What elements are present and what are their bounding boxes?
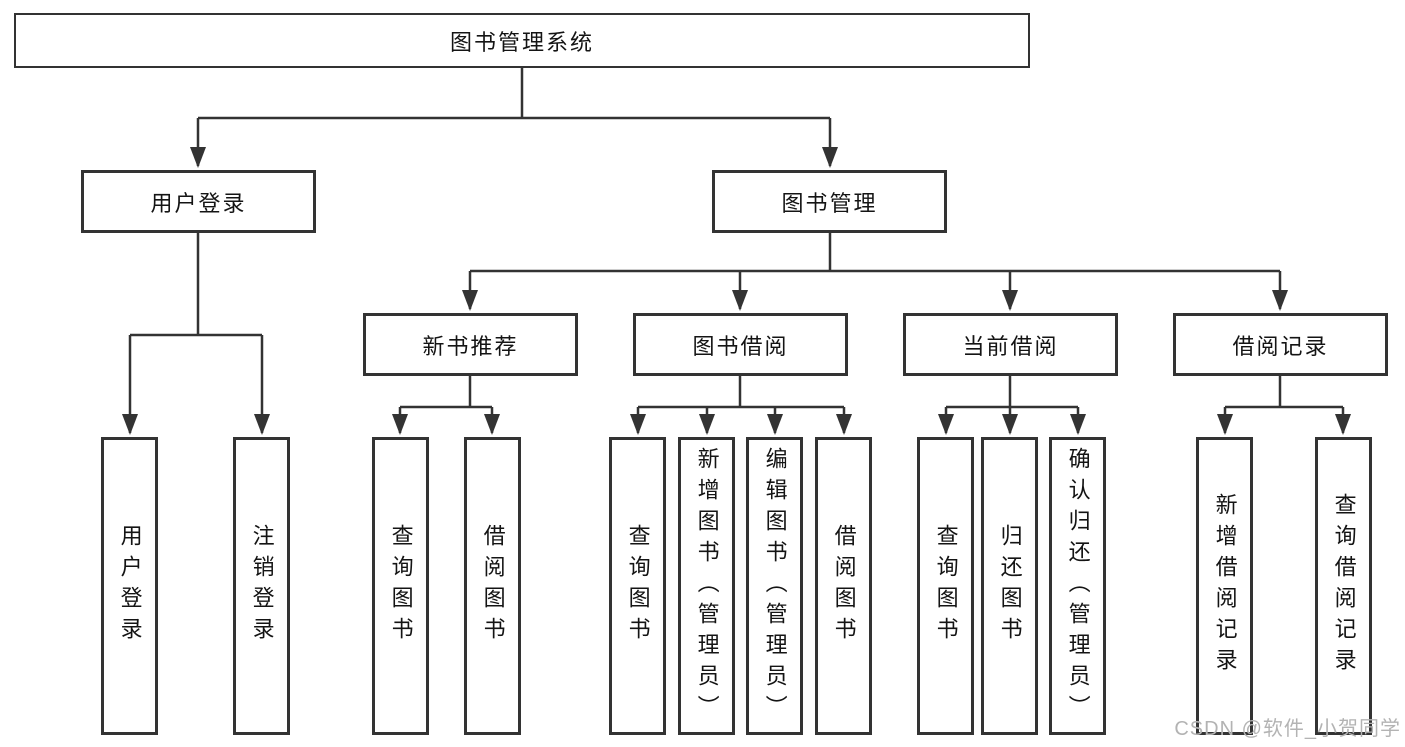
node-book-borrow: 图书借阅 xyxy=(633,313,848,376)
node-user-login: 用户登录 xyxy=(81,170,316,233)
leaf-query-books-current: 查询图书 xyxy=(917,437,974,735)
leaf-edit-books-admin-label: 编辑图书（管理员） xyxy=(762,446,788,726)
node-root-label: 图书管理系统 xyxy=(449,29,594,55)
leaf-borrow-books-recommend: 借阅图书 xyxy=(464,437,521,735)
leaf-return-books: 归还图书 xyxy=(981,437,1038,735)
leaf-query-borrow-record: 查询借阅记录 xyxy=(1315,437,1372,735)
node-root: 图书管理系统 xyxy=(14,13,1030,68)
leaf-add-borrow-record-label: 新增借阅记录 xyxy=(1212,493,1238,679)
node-new-book-recommend: 新书推荐 xyxy=(363,313,578,376)
leaf-logout-label: 注销登录 xyxy=(249,524,275,648)
leaf-borrow-books-label: 借阅图书 xyxy=(831,524,857,648)
node-user-login-label: 用户登录 xyxy=(150,190,247,216)
node-borrow-records: 借阅记录 xyxy=(1173,313,1388,376)
leaf-query-borrow-record-label: 查询借阅记录 xyxy=(1331,493,1357,679)
node-current-borrow-label: 当前借阅 xyxy=(962,333,1059,359)
node-new-book-recommend-label: 新书推荐 xyxy=(422,333,519,359)
leaf-query-books-current-label: 查询图书 xyxy=(933,524,959,648)
leaf-query-books-borrow-label: 查询图书 xyxy=(625,524,651,648)
leaf-query-books-recommend-label: 查询图书 xyxy=(388,524,414,648)
leaf-add-borrow-record: 新增借阅记录 xyxy=(1196,437,1253,735)
leaf-add-books-admin-label: 新增图书（管理员） xyxy=(694,446,720,726)
leaf-borrow-books-recommend-label: 借阅图书 xyxy=(480,524,506,648)
leaf-logout: 注销登录 xyxy=(233,437,290,735)
node-borrow-records-label: 借阅记录 xyxy=(1232,333,1329,359)
leaf-confirm-return-admin: 确认归还（管理员） xyxy=(1049,437,1106,735)
leaf-user-login-label: 用户登录 xyxy=(117,524,143,648)
leaf-borrow-books: 借阅图书 xyxy=(815,437,872,735)
node-book-management-label: 图书管理 xyxy=(781,190,878,216)
leaf-query-books-recommend: 查询图书 xyxy=(372,437,429,735)
node-current-borrow: 当前借阅 xyxy=(903,313,1118,376)
leaf-query-books-borrow: 查询图书 xyxy=(609,437,666,735)
node-book-borrow-label: 图书借阅 xyxy=(692,333,789,359)
leaf-add-books-admin: 新增图书（管理员） xyxy=(678,437,735,735)
node-book-management: 图书管理 xyxy=(712,170,947,233)
leaf-user-login: 用户登录 xyxy=(101,437,158,735)
leaf-edit-books-admin: 编辑图书（管理员） xyxy=(746,437,803,735)
csdn-watermark: CSDN @软件_小贺同学 xyxy=(1174,718,1401,740)
leaf-confirm-return-admin-label: 确认归还（管理员） xyxy=(1065,446,1091,726)
leaf-return-books-label: 归还图书 xyxy=(997,524,1023,648)
